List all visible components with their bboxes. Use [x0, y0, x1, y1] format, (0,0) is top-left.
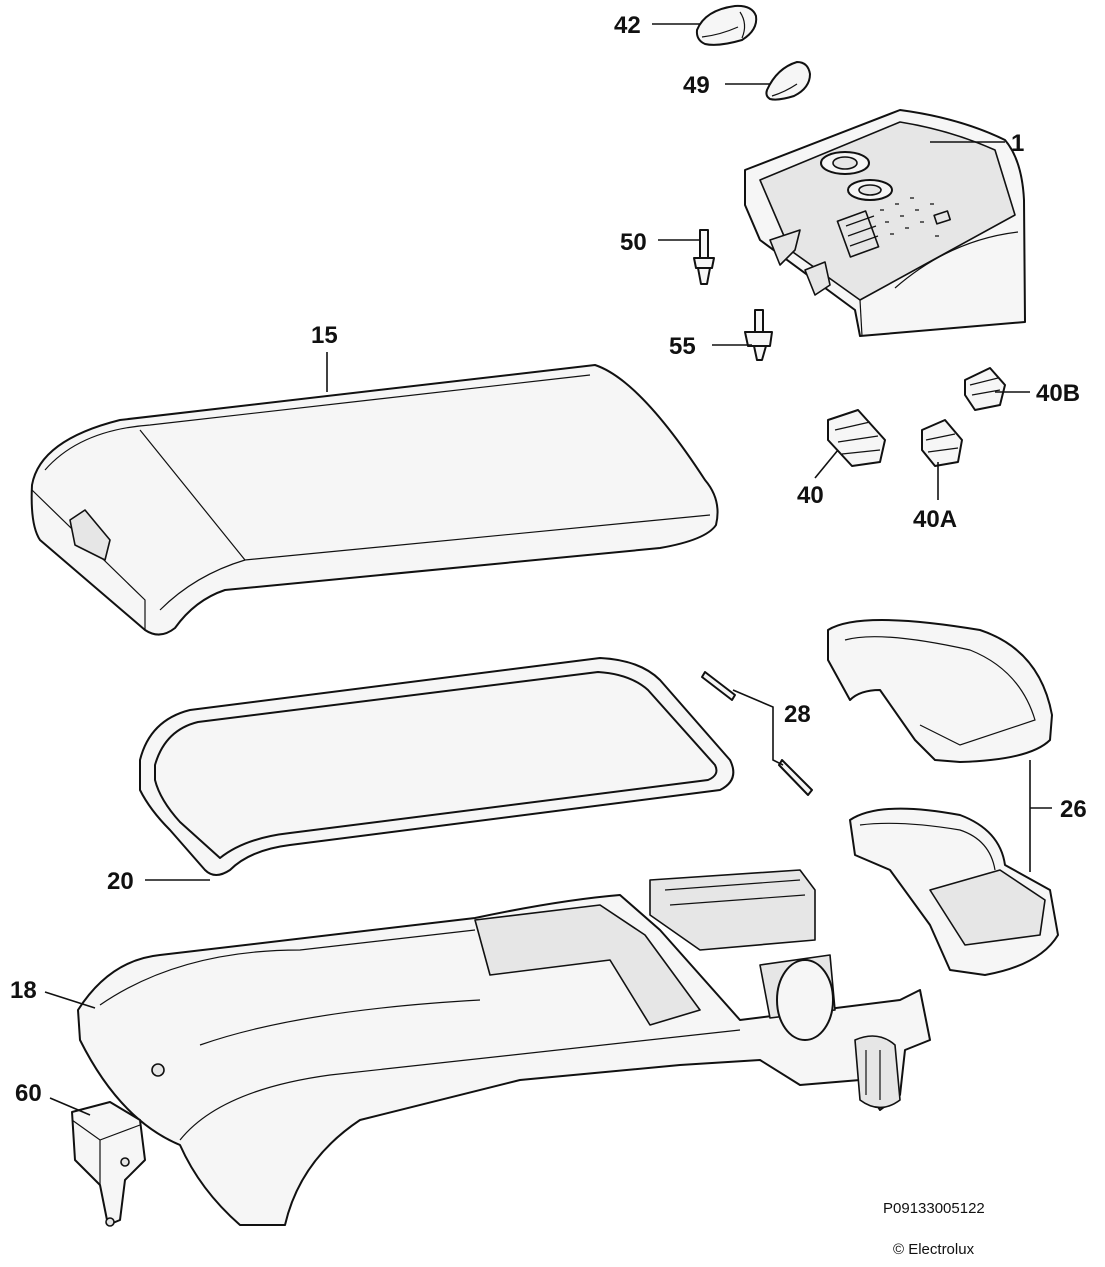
part-55-screw — [744, 309, 773, 361]
callout-28: 28 — [784, 701, 811, 728]
part-50-pin — [693, 229, 715, 285]
part-15-lid — [30, 364, 719, 636]
part-1-control-panel — [744, 109, 1026, 337]
callout-labels: 42 49 1 50 55 15 40B 40 40A 28 26 20 18 … — [10, 12, 1087, 1107]
callout-42: 42 — [614, 12, 641, 39]
callout-40a: 40A — [913, 506, 957, 533]
callout-40b: 40B — [1036, 380, 1080, 407]
callout-20: 20 — [107, 868, 134, 895]
leader-lines — [44, 23, 1052, 1116]
part-26-dispenser — [827, 619, 1059, 976]
part-49-knob — [765, 61, 811, 101]
callout-1: 1 — [1011, 130, 1024, 157]
part-60-switch — [71, 1101, 146, 1227]
callout-15: 15 — [311, 322, 338, 349]
callout-49: 49 — [683, 72, 710, 99]
part-40b-button — [964, 367, 1006, 411]
part-18-tray — [77, 869, 931, 1226]
callout-50: 50 — [620, 229, 647, 256]
callout-18: 18 — [10, 977, 37, 1004]
callout-26: 26 — [1060, 796, 1087, 823]
callout-40: 40 — [797, 482, 824, 509]
callout-55: 55 — [669, 333, 696, 360]
part-42-knob — [695, 4, 758, 46]
part-20-gasket — [139, 657, 735, 876]
diagram-code: P09133005122 — [883, 1200, 985, 1217]
copyright-text: © Electrolux — [893, 1241, 975, 1258]
part-40a-button — [921, 419, 963, 467]
part-40-button — [827, 409, 886, 467]
callout-60: 60 — [15, 1080, 42, 1107]
